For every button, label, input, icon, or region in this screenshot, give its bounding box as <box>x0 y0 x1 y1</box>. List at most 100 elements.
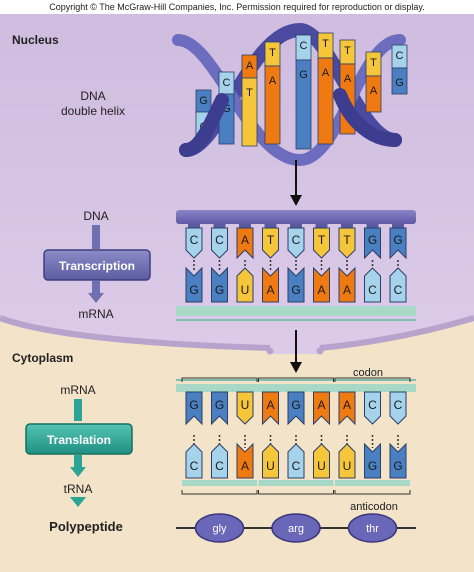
arrow-down-icon <box>70 497 86 507</box>
base-c: C <box>364 391 381 425</box>
base-letter: U <box>266 459 275 473</box>
codon-label: codon <box>353 367 383 379</box>
base-c: C <box>389 391 407 425</box>
codon-bracket <box>181 377 258 382</box>
base-u: U <box>236 391 254 425</box>
base-letter: C <box>215 459 224 473</box>
base-c: C <box>185 227 203 259</box>
base-letter: G <box>215 398 224 412</box>
base-letter: C <box>292 233 301 247</box>
amino-acid-gly: gly <box>194 513 245 543</box>
base-c: C <box>287 443 305 479</box>
base-letter: G <box>368 233 377 247</box>
anticodon-bracket <box>258 490 334 495</box>
helix-label-line1: DNA <box>80 89 105 103</box>
arrow-down-icon <box>290 195 302 206</box>
base-g: G <box>287 266 305 303</box>
base-letter: T <box>267 233 275 247</box>
base-letter: A <box>266 398 274 412</box>
base-g: G <box>287 391 305 426</box>
base-letter: T <box>246 87 253 99</box>
base-letter: A <box>344 73 352 85</box>
base-letter: A <box>269 75 277 87</box>
base-g: G <box>185 266 203 303</box>
base-letter: G <box>368 459 377 473</box>
base-letter: G <box>299 69 308 81</box>
base-u: U <box>313 443 330 479</box>
arrow-down-icon <box>70 467 86 477</box>
nuclear-envelope <box>0 315 271 351</box>
base-g: G <box>364 442 381 479</box>
base-letter: G <box>222 103 231 115</box>
base-letter: A <box>370 85 378 97</box>
base-letter: C <box>215 233 224 247</box>
transcription-input-label: DNA <box>83 209 108 223</box>
amino-acid-label: thr <box>366 523 379 535</box>
trna-backbone <box>335 480 410 486</box>
base-letter: T <box>318 233 326 247</box>
amino-acid-arg: arg <box>271 513 321 543</box>
base-letter: C <box>223 77 231 89</box>
amino-acid-label: gly <box>212 523 227 535</box>
base-a: A <box>338 391 356 426</box>
base-letter: G <box>291 283 300 297</box>
base-letter: A <box>266 283 274 297</box>
base-letter: G <box>189 398 198 412</box>
base-a: A <box>236 227 254 260</box>
base-c: C <box>389 267 407 303</box>
base-letter: C <box>368 398 377 412</box>
base-letter: A <box>246 60 254 72</box>
transcription-box <box>43 249 151 281</box>
base-letter: T <box>343 233 351 247</box>
nuclear-envelope <box>319 315 474 351</box>
base-letter: G <box>393 233 402 247</box>
base-letter: A <box>317 398 325 412</box>
dna-backbone <box>176 210 416 224</box>
nucleus-label: Nucleus <box>12 33 59 47</box>
base-letter: C <box>394 398 403 412</box>
mrna-backbone <box>176 384 416 392</box>
helix-base-pair: TA <box>365 51 382 113</box>
base-a: A <box>262 391 279 426</box>
base-letter: A <box>317 283 325 297</box>
base-letter: G <box>189 283 198 297</box>
base-g: G <box>389 442 407 479</box>
arrow-down-icon <box>290 362 302 373</box>
arrow-down-icon <box>88 293 104 303</box>
base-letter: G <box>199 95 208 107</box>
base-t: T <box>338 227 356 259</box>
base-letter: C <box>368 283 377 297</box>
translation-process-label: Translation <box>47 433 111 447</box>
base-letter: G <box>395 77 404 89</box>
base-c: C <box>185 443 203 479</box>
cytoplasm-label: Cytoplasm <box>12 351 73 365</box>
base-letter: A <box>343 283 351 297</box>
anticodon-bracket <box>334 490 411 495</box>
base-g: G <box>211 391 228 426</box>
base-u: U <box>262 443 279 479</box>
amino-acid-label: arg <box>288 523 304 535</box>
base-letter: G <box>393 459 402 473</box>
base-c: C <box>364 267 381 303</box>
translation-output-label: tRNA <box>64 482 93 496</box>
base-c: C <box>287 227 305 259</box>
base-g: G <box>389 227 407 260</box>
helix-base-pair: CG <box>391 44 408 95</box>
base-letter: A <box>241 459 249 473</box>
transcription-output-label: mRNA <box>78 307 113 321</box>
base-letter: C <box>190 233 199 247</box>
base-u: U <box>338 443 356 479</box>
base-letter: U <box>343 459 352 473</box>
base-a: A <box>338 266 356 303</box>
base-a: A <box>236 442 254 479</box>
base-u: U <box>236 267 254 303</box>
base-letter: C <box>292 459 301 473</box>
base-letter: T <box>322 38 329 50</box>
codon-bracket <box>258 377 334 382</box>
helix-base-pair: TA <box>264 41 281 145</box>
translation-input-label: mRNA <box>60 383 95 397</box>
